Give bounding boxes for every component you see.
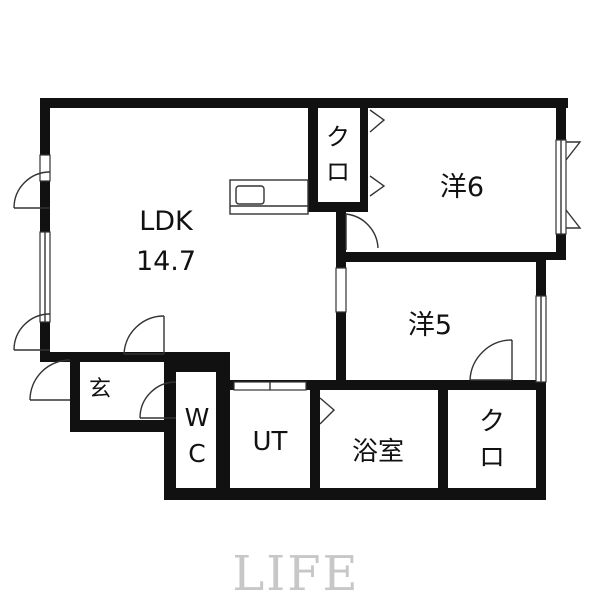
outer-walls — [40, 98, 568, 500]
wc-label-1: W — [185, 403, 210, 432]
closet-top-label-1: ク — [326, 123, 350, 151]
closet-bottom-label-1: ク — [479, 407, 505, 437]
ldk-name-label: LDK — [139, 206, 194, 237]
closet-bottom-label-2: ロ — [479, 443, 505, 473]
western5-label: 洋5 — [408, 310, 452, 341]
entrance-label: 玄 — [89, 377, 111, 402]
ldk-size-label: 14.7 — [136, 246, 196, 277]
watermark-logo: LIFE — [232, 546, 359, 600]
bathroom-label: 浴室 — [352, 437, 404, 467]
closet-top-label-2: ロ — [326, 158, 350, 186]
kitchen-counter — [229, 179, 309, 215]
windows — [39, 139, 567, 391]
utility-label: UT — [253, 427, 288, 457]
wc-label-2: C — [188, 439, 205, 468]
doors — [13, 109, 582, 425]
western6-label: 洋6 — [440, 172, 484, 203]
